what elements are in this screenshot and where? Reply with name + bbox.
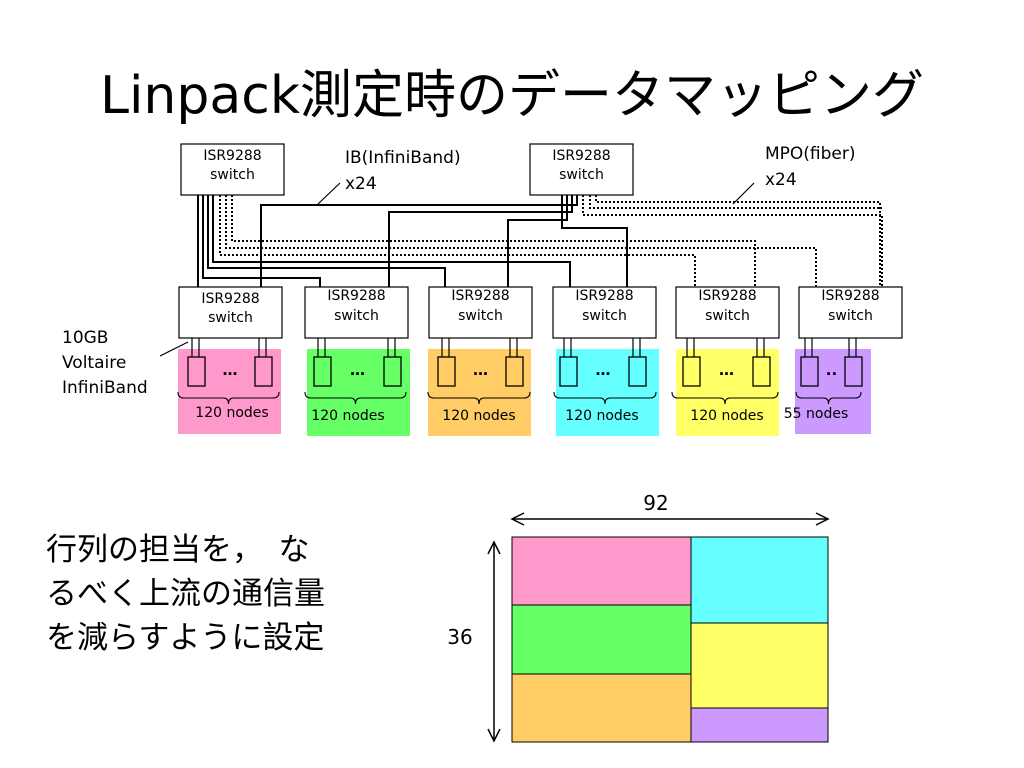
node-box-5-2: [752, 356, 771, 387]
node-count-labels: 120 nodes 120 nodes 120 nodes 120 nodes …: [195, 405, 848, 424]
top-switch-2: ISR9288 switch: [529, 143, 634, 196]
leaf-switch-4-line1: ISR9288: [575, 288, 633, 304]
mpo-label-line2: x24: [765, 170, 797, 190]
node-brace-3: [427, 391, 531, 405]
top-switch-1-line1: ISR9288: [203, 148, 261, 164]
matrix-blocks: [511, 536, 829, 743]
matrix-block-yellow: [690, 622, 829, 709]
node-details: … … … … …..: [177, 338, 863, 405]
top-switch-1: ISR9288 switch: [180, 143, 285, 196]
node-brace-1: [177, 391, 280, 405]
node-box-3-2: [505, 356, 524, 387]
leaf-switch-1-line1: ISR9288: [201, 291, 259, 307]
dimension-arrows: [487, 512, 830, 743]
node-dots-3: …: [473, 361, 488, 379]
node-count-5: 120 nodes: [690, 408, 763, 424]
node-dots-6: ..: [826, 361, 837, 379]
matrix-block-purple: [690, 707, 829, 743]
caption-line-1: 行列の担当を， な: [46, 532, 310, 568]
node-dots-1: …: [223, 361, 238, 379]
node-dots-2: …: [350, 361, 365, 379]
leaf-switch-4-line2: switch: [582, 308, 627, 324]
node-count-4: 120 nodes: [565, 408, 638, 424]
node-brace-4: [553, 391, 657, 405]
leaf-switch-2: ISR9288 switch: [304, 286, 409, 339]
node-box-3-1: [437, 356, 456, 387]
ib-label-line1: IB(InfiniBand): [345, 148, 461, 168]
top-switch-1-line2: switch: [210, 167, 255, 183]
leaf-switch-5: ISR9288 switch: [675, 286, 780, 339]
leader-lines: [159, 182, 755, 357]
leaf-switch-3: ISR9288 switch: [428, 286, 533, 339]
caption-line-2: るべく上流の通信量: [46, 576, 325, 612]
node-dots-4: …: [596, 361, 611, 379]
node-brace-2: [304, 391, 407, 405]
top-switch-2-line1: ISR9288: [552, 148, 610, 164]
node-box-6-1: [800, 356, 819, 387]
node-box-1-2: [254, 356, 273, 387]
node-group-bg-4: [556, 349, 659, 436]
voltaire-label-line1: 10GB: [62, 328, 108, 348]
node-group-bg-5: [676, 349, 779, 436]
node-group-bg-2: [307, 349, 410, 436]
matrix-block-pink: [511, 536, 692, 606]
node-box-6-2: [844, 356, 863, 387]
matrix-height-label: 36: [447, 625, 472, 649]
leaf-switch-3-line1: ISR9288: [451, 288, 509, 304]
caption: 行列の担当を， な るべく上流の通信量 を減らすように設定: [46, 528, 406, 660]
mpo-cables: [219, 195, 883, 287]
leaf-switch-1: ISR9288 switch: [178, 286, 283, 339]
leaf-switch-2-line2: switch: [334, 308, 379, 324]
leaf-switch-2-line1: ISR9288: [327, 288, 385, 304]
node-groups: [178, 349, 871, 436]
top-switch-2-line2: switch: [559, 167, 604, 183]
mpo-label-line1: MPO(fiber): [765, 144, 856, 164]
matrix-block-green: [511, 604, 692, 675]
ib-label-line2: x24: [345, 174, 377, 194]
leaf-switch-5-line1: ISR9288: [698, 288, 756, 304]
node-group-bg-3: [428, 349, 531, 436]
leaf-switch-4: ISR9288 switch: [552, 286, 657, 339]
node-brace-6: [795, 391, 862, 405]
network-diagram: ISR9288 switch ISR9288 switch ISR9288 sw…: [62, 143, 903, 436]
node-group-bg-1: [178, 349, 281, 434]
leaf-switch-6: ISR9288 switch: [798, 286, 903, 339]
node-box-2-1: [313, 356, 332, 387]
matrix-block-cyan: [690, 536, 829, 624]
node-box-1-1: [187, 356, 206, 387]
node-count-6: 55 nodes: [784, 406, 849, 422]
node-count-2: 120 nodes: [311, 408, 384, 424]
node-brace-5: [671, 391, 779, 405]
leaf-switch-3-line2: switch: [458, 308, 503, 324]
node-dots-5: …: [719, 361, 734, 379]
matrix-width-label: 92: [643, 491, 668, 515]
leaf-switch-6-line2: switch: [828, 308, 873, 324]
leaf-switch-6-line1: ISR9288: [821, 288, 879, 304]
node-count-1: 120 nodes: [195, 405, 268, 421]
leaf-switch-1-line2: switch: [208, 310, 253, 326]
node-count-3: 120 nodes: [442, 408, 515, 424]
node-box-2-2: [383, 356, 402, 387]
node-box-5-1: [682, 356, 701, 387]
voltaire-label-line3: InfiniBand: [62, 378, 148, 398]
node-box-4-1: [559, 356, 578, 387]
voltaire-label-line2: Voltaire: [62, 353, 126, 373]
matrix-block-orange: [511, 673, 692, 743]
node-box-4-2: [628, 356, 647, 387]
slide-title: Linpack測定時のデータマッピング: [100, 66, 924, 126]
caption-line-3: を減らすように設定: [46, 620, 325, 656]
ib-cables: [197, 195, 628, 287]
leaf-switch-5-line2: switch: [705, 308, 750, 324]
node-group-bg-6: [795, 349, 871, 434]
